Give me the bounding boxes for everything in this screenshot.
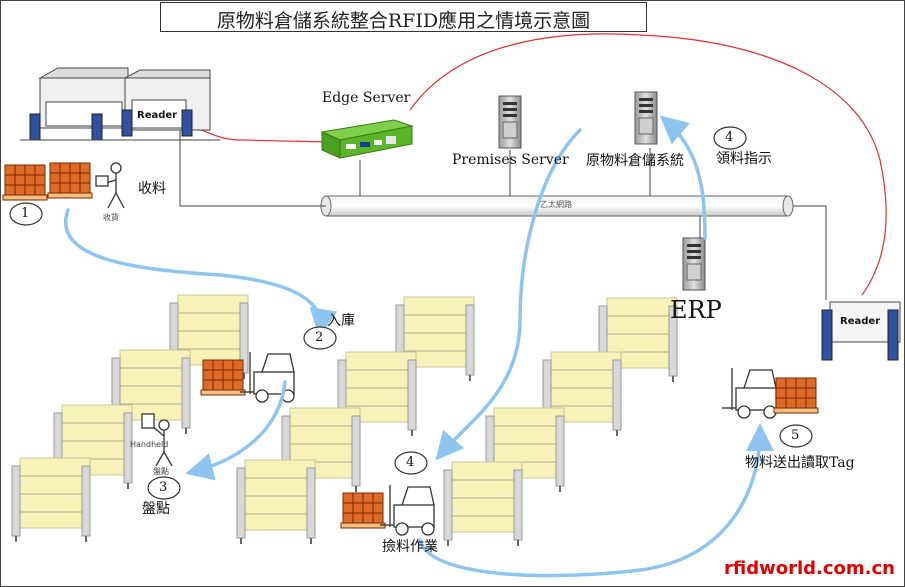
step-circle-4-pick <box>394 451 428 475</box>
flow-arrow-instruction <box>659 115 707 240</box>
rack <box>11 457 91 543</box>
flow-arrow-inventory <box>185 380 287 481</box>
pallet-storing <box>200 359 246 396</box>
pallet-picking <box>340 492 386 529</box>
network-label: 乙太網路 <box>540 200 572 209</box>
step-circle-2 <box>303 326 337 350</box>
receiver-figure <box>95 162 125 209</box>
step-number-4-pick: 4 <box>406 455 415 470</box>
warehouse-server-tower <box>634 91 658 145</box>
inventory-worker-label: 盤點 <box>153 467 169 476</box>
reader-label-right: Reader <box>840 316 881 327</box>
pallet-receiving-1 <box>2 164 48 201</box>
step-circle-4-instr <box>713 126 747 150</box>
premises-server-label: Premises Server <box>452 152 569 168</box>
step-number-3: 3 <box>159 480 168 495</box>
title-box: 原物料倉儲系統整合RFID應用之情境示意圖 <box>160 2 647 32</box>
erp-label: ERP <box>670 296 722 324</box>
step-label-shipping: 物料送出讀取Tag <box>745 455 855 471</box>
pallet-receiving-2 <box>47 162 93 199</box>
step-number-5: 5 <box>791 428 800 443</box>
flow-arrow-dispatch <box>435 128 582 461</box>
premises-server-tower <box>498 95 522 149</box>
flow-arrow-shipping <box>418 423 774 578</box>
handheld-label: Handheld <box>130 440 169 449</box>
rack <box>443 461 523 547</box>
edge-server-device <box>320 119 414 159</box>
step-number-1: 1 <box>21 206 30 221</box>
pallet-shipping <box>773 377 819 414</box>
reader-gate-right <box>821 301 901 361</box>
watermark: rfidworld.com.cn <box>724 558 895 579</box>
rack <box>236 459 316 545</box>
process-flow-arrows <box>64 115 774 578</box>
forklift-shipping <box>721 367 777 419</box>
dock-trucks <box>20 67 220 141</box>
erp-server-tower <box>682 237 706 291</box>
step-label-picking: 撿料作業 <box>382 539 438 555</box>
rf-link-right <box>409 33 887 296</box>
inventory-figure <box>141 413 173 467</box>
flow-arrow-storing <box>64 208 338 337</box>
forklift-picking <box>379 484 435 536</box>
warehouse-system-label: 原物料倉儲系統 <box>586 153 684 169</box>
step-number-4-instr: 4 <box>725 130 734 145</box>
step-label-inventory: 盤點 <box>142 501 170 517</box>
step-circle-3 <box>147 476 181 500</box>
receiver-label: 收貨 <box>103 213 119 222</box>
edge-server-label: Edge Server <box>322 90 411 106</box>
step-number-2: 2 <box>315 330 324 345</box>
step-label-storing: 入庫 <box>327 313 355 329</box>
step-circle-1 <box>9 202 43 226</box>
receiving-label: 收料 <box>138 181 166 197</box>
reader-label-left: Reader <box>137 110 178 121</box>
step-label-instruction: 領料指示 <box>716 151 772 167</box>
step-circle-5 <box>779 424 813 448</box>
diagram-title: 原物料倉儲系統整合RFID應用之情境示意圖 <box>216 10 591 32</box>
